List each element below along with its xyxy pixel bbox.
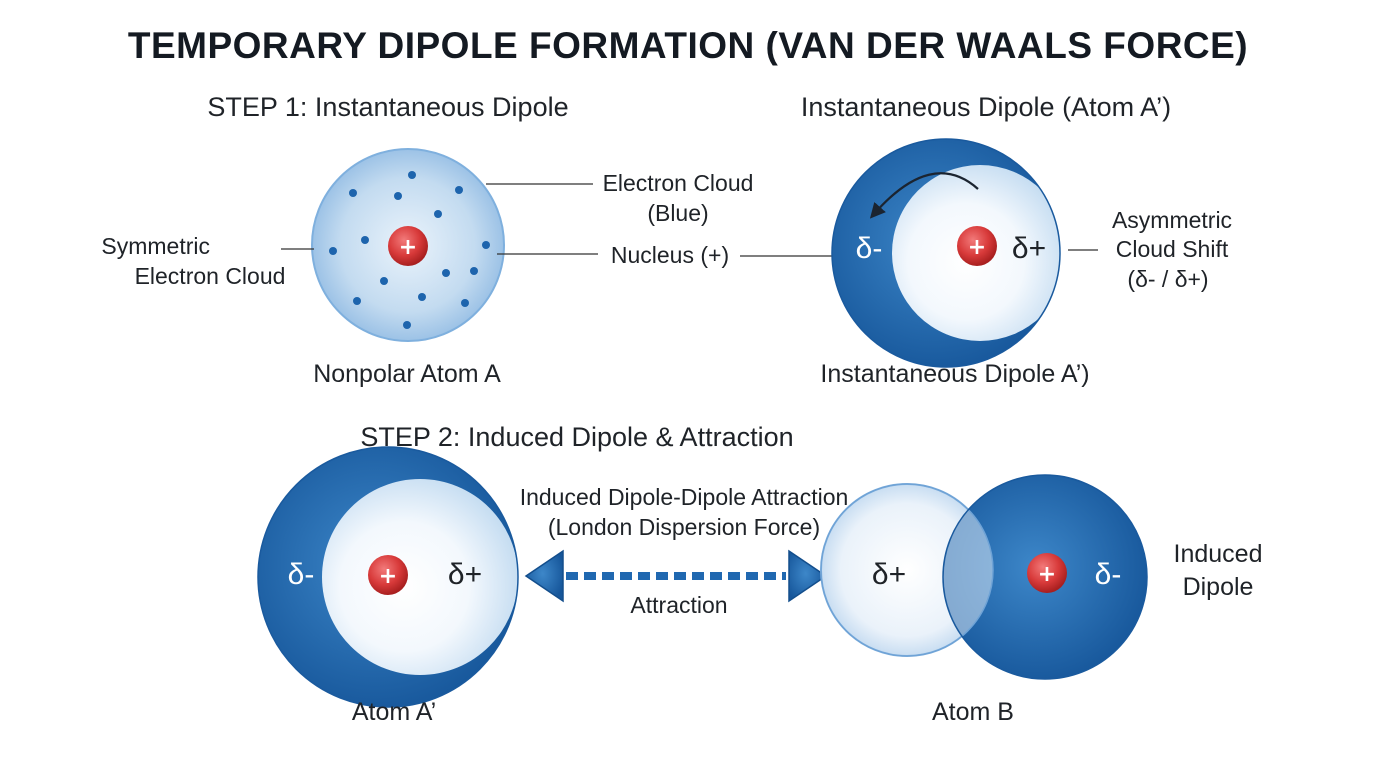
atom-b-caption: Atom B <box>932 698 1014 726</box>
cloud-label-line2: (Blue) <box>647 200 708 226</box>
nucleus <box>1027 553 1067 593</box>
atom-b-light-outline <box>820 483 994 657</box>
attraction-title-line1: Induced Dipole-Dipole Attraction <box>520 484 849 510</box>
atom-a-negative-charge: δ- <box>288 558 315 591</box>
electron-dot <box>380 277 388 285</box>
nucleus <box>957 226 997 266</box>
dipole-caption: Instantaneous Dipole A’) <box>820 360 1089 388</box>
electron-dot <box>455 186 463 194</box>
electron-dot <box>349 189 357 197</box>
shift-label-line3: (δ- / δ+) <box>1127 266 1208 292</box>
electron-dot <box>361 236 369 244</box>
symmetric-label-line1: Symmetric <box>101 233 210 259</box>
nucleus <box>368 555 408 595</box>
step1-heading: STEP 1: Instantaneous Dipole <box>207 92 568 122</box>
electron-dot <box>442 269 450 277</box>
dipole-heading: Instantaneous Dipole (Atom A’) <box>801 92 1171 122</box>
arrowhead-left <box>524 549 564 603</box>
arrowhead-right <box>788 549 828 603</box>
step2-heading: STEP 2: Induced Dipole & Attraction <box>360 422 793 452</box>
electron-dot <box>329 247 337 255</box>
atom-a-prime: δ- + δ+ <box>257 446 519 708</box>
electron-dot <box>418 293 426 301</box>
atom-b-negative-charge: δ- <box>1095 558 1122 591</box>
attraction-title-line2: (London Dispersion Force) <box>548 514 820 540</box>
nucleus-plus-symbol: + <box>968 235 986 260</box>
nucleus-label: Nucleus (+) <box>611 242 729 268</box>
dipole-outline <box>831 138 1061 368</box>
positive-charge-label: δ+ <box>1012 232 1046 265</box>
atom-a-positive-charge: δ+ <box>448 558 482 591</box>
electron-dot <box>403 321 411 329</box>
cloud-label-line1: Electron Cloud <box>603 170 754 196</box>
nucleus-plus-symbol: + <box>379 564 397 589</box>
diagram-title: TEMPORARY DIPOLE FORMATION (VAN DER WAAL… <box>128 25 1248 66</box>
shift-label-line1: Asymmetric <box>1112 207 1232 233</box>
attraction-arrow <box>524 549 828 603</box>
atom-a-outline <box>257 446 519 708</box>
nonpolar-atom-caption: Nonpolar Atom A <box>313 360 501 388</box>
sparse-cloud-region <box>322 479 518 675</box>
electron-dot <box>408 171 416 179</box>
electron-dot <box>470 267 478 275</box>
electron-dot <box>434 210 442 218</box>
negative-charge-label: δ- <box>856 232 883 265</box>
induced-label-line2: Dipole <box>1183 573 1254 601</box>
nucleus-plus-symbol: + <box>399 235 417 260</box>
attraction-label: Attraction <box>630 592 727 618</box>
shift-label-line2: Cloud Shift <box>1116 236 1229 262</box>
atom-b-positive-charge: δ+ <box>872 558 906 591</box>
atom-b-dense-outline <box>942 474 1148 680</box>
atom-a-caption: Atom A’ <box>352 698 436 726</box>
induced-label-line1: Induced <box>1174 540 1263 568</box>
cloud-shift-arrow <box>869 172 979 219</box>
electron-dots <box>329 171 490 329</box>
electron-dot <box>353 297 361 305</box>
nucleus <box>388 226 428 266</box>
electron-dot <box>461 299 469 307</box>
atom-b: δ+ + δ- <box>820 474 1148 680</box>
nucleus-plus-symbol: + <box>1038 562 1056 587</box>
instantaneous-dipole-atom: δ- + δ+ <box>831 138 1061 368</box>
electron-dot <box>394 192 402 200</box>
electron-dot <box>482 241 490 249</box>
nonpolar-atom-a: + <box>311 148 505 342</box>
symmetric-label-line2: Electron Cloud <box>135 263 286 289</box>
